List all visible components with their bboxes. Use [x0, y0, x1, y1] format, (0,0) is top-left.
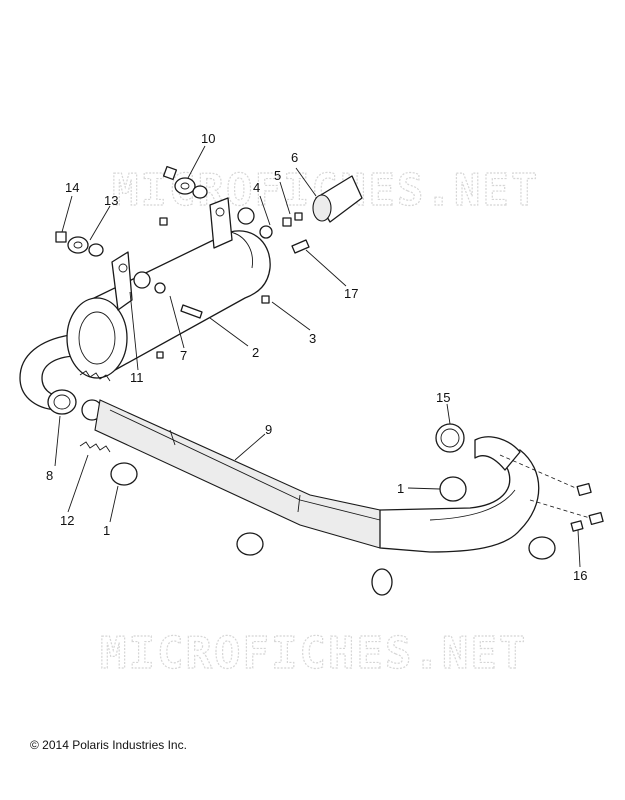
leader-lines — [54, 145, 581, 568]
callout-6: 6 — [291, 150, 298, 165]
muffler — [19, 197, 273, 411]
callout-17: 17 — [344, 286, 358, 301]
callout-1-upper: 1 — [397, 481, 404, 496]
callout-14: 14 — [65, 180, 79, 195]
callout-15: 15 — [436, 390, 450, 405]
hardware-top — [55, 165, 310, 257]
callout-13: 13 — [104, 193, 118, 208]
callout-2: 2 — [252, 345, 259, 360]
springs — [79, 370, 111, 453]
callout-9: 9 — [265, 422, 272, 437]
callout-11: 11 — [130, 370, 144, 385]
copyright-notice: © 2014 Polaris Industries Inc. — [30, 738, 187, 752]
callout-7: 7 — [180, 348, 187, 363]
watermark-bottom: MICROFICHES.NET — [100, 628, 527, 679]
callout-3: 3 — [309, 331, 316, 346]
callout-4: 4 — [253, 180, 260, 195]
spark-arrestor-tip — [312, 175, 363, 223]
callout-16: 16 — [573, 568, 587, 583]
callout-8: 8 — [46, 468, 53, 483]
callout-1-lower: 1 — [103, 523, 110, 538]
gaskets-clamps — [47, 389, 556, 596]
callout-10: 10 — [201, 131, 215, 146]
callout-12: 12 — [60, 513, 74, 528]
callout-5: 5 — [274, 168, 281, 183]
callouts: 10 6 14 5 4 13 17 3 2 7 11 9 15 8 1 12 1… — [46, 131, 587, 583]
head-pipe — [379, 436, 540, 553]
mount-bolts — [499, 454, 604, 532]
